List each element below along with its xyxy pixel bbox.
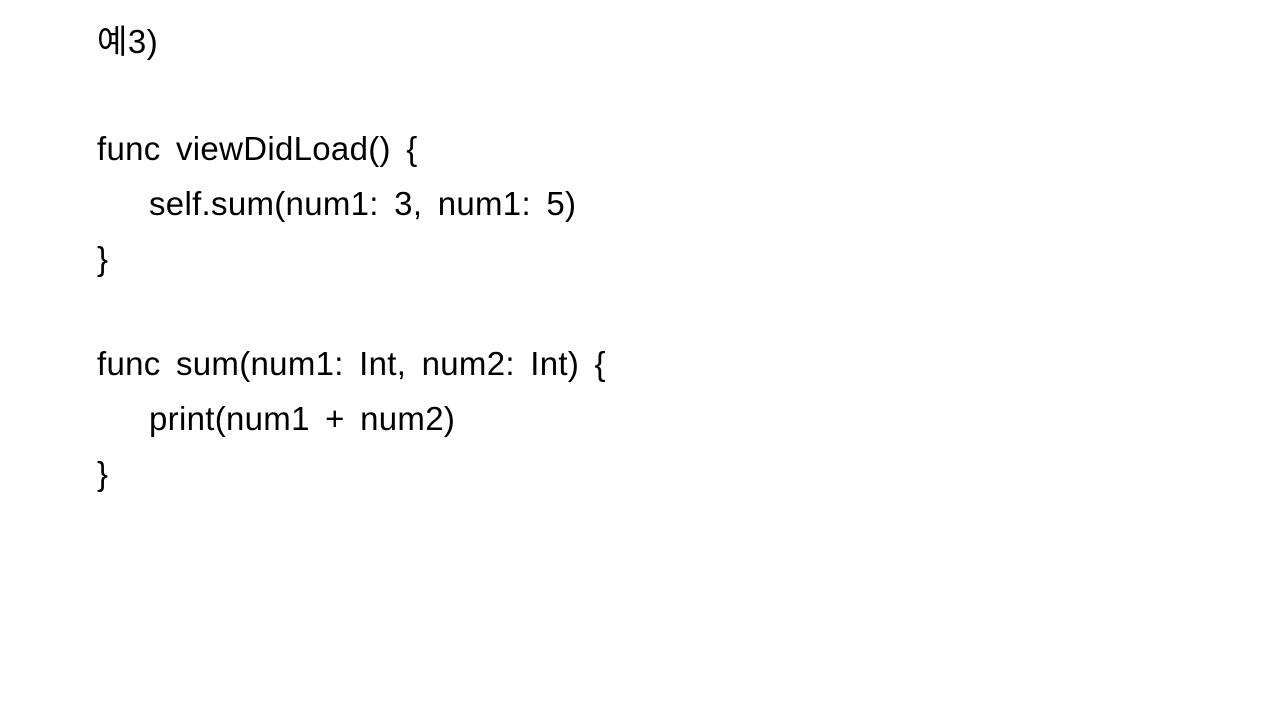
code-line-func-viewdidload-close: } [97, 240, 109, 277]
code-block-sum: func sum(num1: Int, num2: Int) { print(n… [97, 336, 1240, 501]
slide-content: 예3) func viewDidLoad() { self.sum(num1: … [97, 14, 1240, 501]
code-line-print-call: print(num1 + num2) [149, 400, 456, 437]
code-line-self-sum-call: self.sum(num1: 3, num1: 5) [149, 185, 577, 222]
example-heading: 예3) [97, 23, 159, 60]
code-line-func-sum-close: } [97, 455, 109, 492]
code-line-func-viewdidload-open: func viewDidLoad() { [97, 130, 418, 167]
code-line-func-sum-open: func sum(num1: Int, num2: Int) { [97, 345, 606, 382]
code-block-viewdidload: func viewDidLoad() { self.sum(num1: 3, n… [97, 121, 1240, 286]
